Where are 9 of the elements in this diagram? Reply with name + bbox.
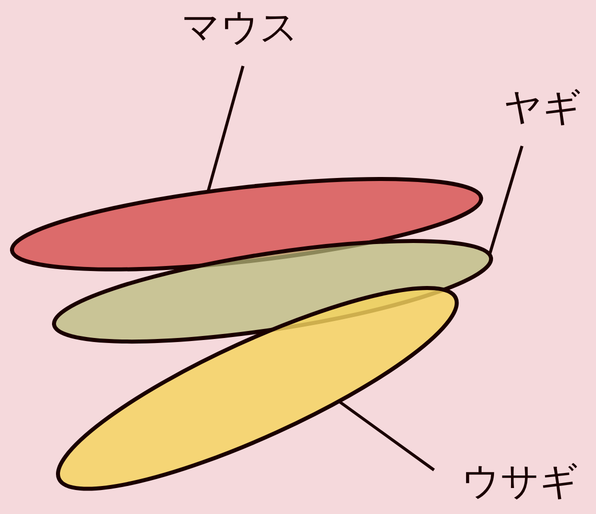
text-label: ウサギ <box>450 462 590 500</box>
text-label: ヤギ <box>495 88 590 126</box>
leader-line <box>338 400 435 472</box>
leader-line <box>206 66 244 192</box>
leader-line <box>488 146 524 254</box>
text-label: マウス <box>170 8 310 46</box>
ellipse-shape <box>54 284 460 492</box>
ellipse-shape <box>50 236 496 346</box>
ellipse-shape <box>8 174 486 274</box>
